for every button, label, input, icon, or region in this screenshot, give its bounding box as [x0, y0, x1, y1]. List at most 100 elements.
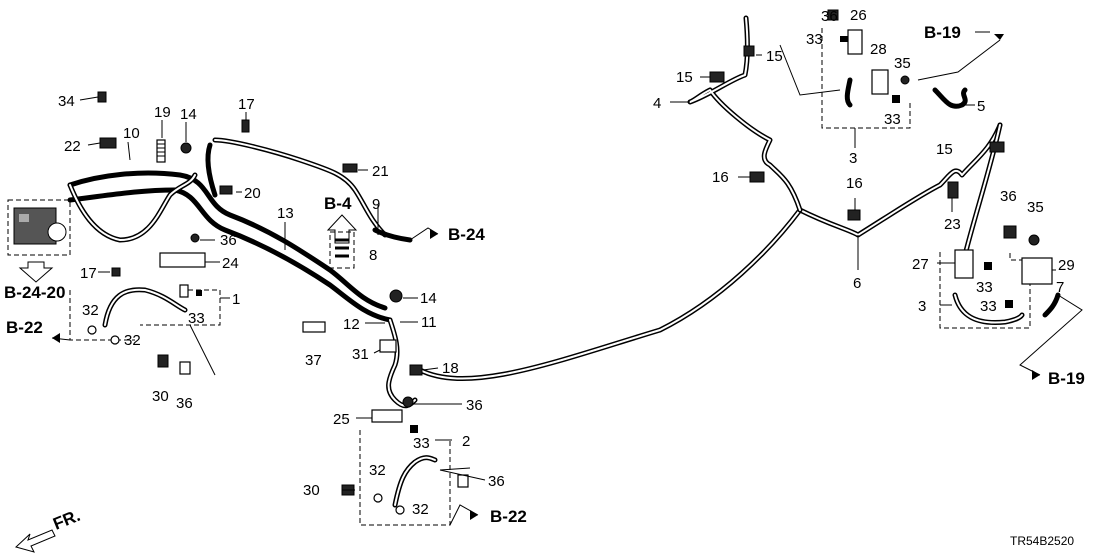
ref-b24: B-24	[448, 225, 485, 244]
callout-33-a: 33	[188, 310, 205, 327]
callout-14-top: 14	[180, 106, 197, 123]
callout-25: 25	[333, 411, 350, 428]
bolt-35-b	[1028, 234, 1040, 246]
bolt-35-a	[900, 75, 910, 85]
clip-33-e	[984, 262, 992, 270]
callout-22: 22	[64, 138, 81, 155]
hose-3-rear-right	[844, 77, 853, 108]
callout-29: 29	[1058, 257, 1075, 274]
leader-lines	[51, 31, 1083, 526]
lead-b19b	[1019, 294, 1083, 376]
spring-19	[156, 139, 166, 163]
clip-33-d	[840, 36, 848, 42]
callout-26: 26	[850, 7, 867, 24]
lead-34	[79, 96, 99, 101]
callout-17-low: 17	[80, 265, 97, 282]
pipe-rear-main-inner	[419, 124, 1001, 380]
callout-28: 28	[870, 41, 887, 58]
callout-36-e: 36	[821, 8, 838, 25]
callout-33-c: 33	[806, 31, 823, 48]
bracket-27	[954, 249, 974, 279]
callout-18: 18	[442, 360, 459, 377]
lead-10	[127, 141, 131, 161]
callout-24: 24	[222, 255, 239, 272]
callout-21: 21	[372, 163, 389, 180]
lead-31	[373, 349, 381, 354]
callout-4: 4	[653, 95, 661, 112]
washer-32-c	[373, 493, 383, 503]
pipe-5	[932, 87, 968, 109]
bolt-23	[947, 181, 959, 199]
callout-32-a: 32	[82, 302, 99, 319]
callout-33-f: 33	[980, 298, 997, 315]
front-label: FR.	[50, 506, 83, 534]
hose-1	[102, 287, 188, 328]
pipe-10	[67, 172, 198, 243]
arrow-b22a-icon	[52, 333, 60, 343]
abs-motor	[47, 222, 67, 242]
pipe-11	[386, 317, 418, 409]
callout-1: 1	[232, 291, 240, 308]
hose-3-rear-left-inner	[954, 294, 1023, 324]
callout-33-b: 33	[413, 435, 430, 452]
bleeder-37	[302, 321, 326, 333]
down-arrow-icon	[18, 261, 54, 283]
cap-14-b	[389, 289, 403, 303]
callout-32-d: 32	[412, 501, 429, 518]
bracket-24	[159, 252, 206, 268]
washer-32-a	[87, 325, 97, 335]
joint-31	[379, 339, 397, 353]
clip-33-a	[196, 290, 202, 296]
clip-15-b	[743, 45, 755, 57]
callouts: 34 22 10 19 14 17 20 21 13 9 8 36 24 17 …	[58, 7, 1075, 518]
pipe-8	[372, 227, 413, 243]
box-3-left	[939, 250, 1031, 329]
callout-36-f: 36	[1000, 188, 1017, 205]
clip-18	[409, 364, 423, 376]
callout-13: 13	[277, 205, 294, 222]
lead-1b	[189, 324, 216, 376]
bolt-36-b	[179, 361, 191, 375]
box-3-right	[821, 28, 911, 129]
clip-17-a	[241, 119, 250, 133]
callout-31: 31	[352, 346, 369, 363]
pipe-rear-main	[417, 122, 1003, 382]
arrow-b19a-icon	[994, 34, 1004, 40]
bolt-36-a	[190, 233, 200, 243]
clip-16-b	[847, 209, 861, 221]
bracket-25	[371, 409, 403, 423]
lead-18	[422, 367, 439, 371]
clip-15-c	[989, 141, 1005, 153]
callout-3-b: 3	[918, 298, 926, 315]
bracket-29	[1021, 257, 1053, 285]
callout-16-a: 16	[712, 169, 729, 186]
small-parts	[87, 9, 1053, 515]
bolt-36-d	[457, 474, 469, 488]
arrow-b24-icon	[430, 229, 438, 239]
callout-37: 37	[305, 352, 322, 369]
clip-17-b	[111, 267, 121, 277]
callout-8: 8	[369, 247, 377, 264]
callout-10: 10	[123, 125, 140, 142]
ref-arrows	[52, 34, 1040, 520]
callout-5: 5	[977, 98, 985, 115]
callout-9: 9	[372, 196, 380, 213]
pipe-13-a	[67, 170, 388, 311]
lead-22	[87, 142, 101, 146]
b4-clip	[335, 238, 349, 258]
bolt-36-f	[1003, 225, 1017, 239]
bolt-34	[97, 91, 107, 103]
hose-1-inner	[104, 288, 186, 326]
pipe-7-upper-inner	[964, 124, 1001, 256]
ref-b22-left: B-22	[6, 318, 43, 337]
bolt-30-a	[157, 354, 169, 368]
lead-3a-b	[779, 44, 841, 96]
callout-2: 2	[462, 433, 470, 450]
abs-port	[19, 214, 29, 222]
pipe-7	[1042, 292, 1061, 318]
ref-b19-top: B-19	[924, 23, 961, 42]
arrow-b19b-icon	[1032, 370, 1040, 380]
callout-14-low: 14	[420, 290, 437, 307]
